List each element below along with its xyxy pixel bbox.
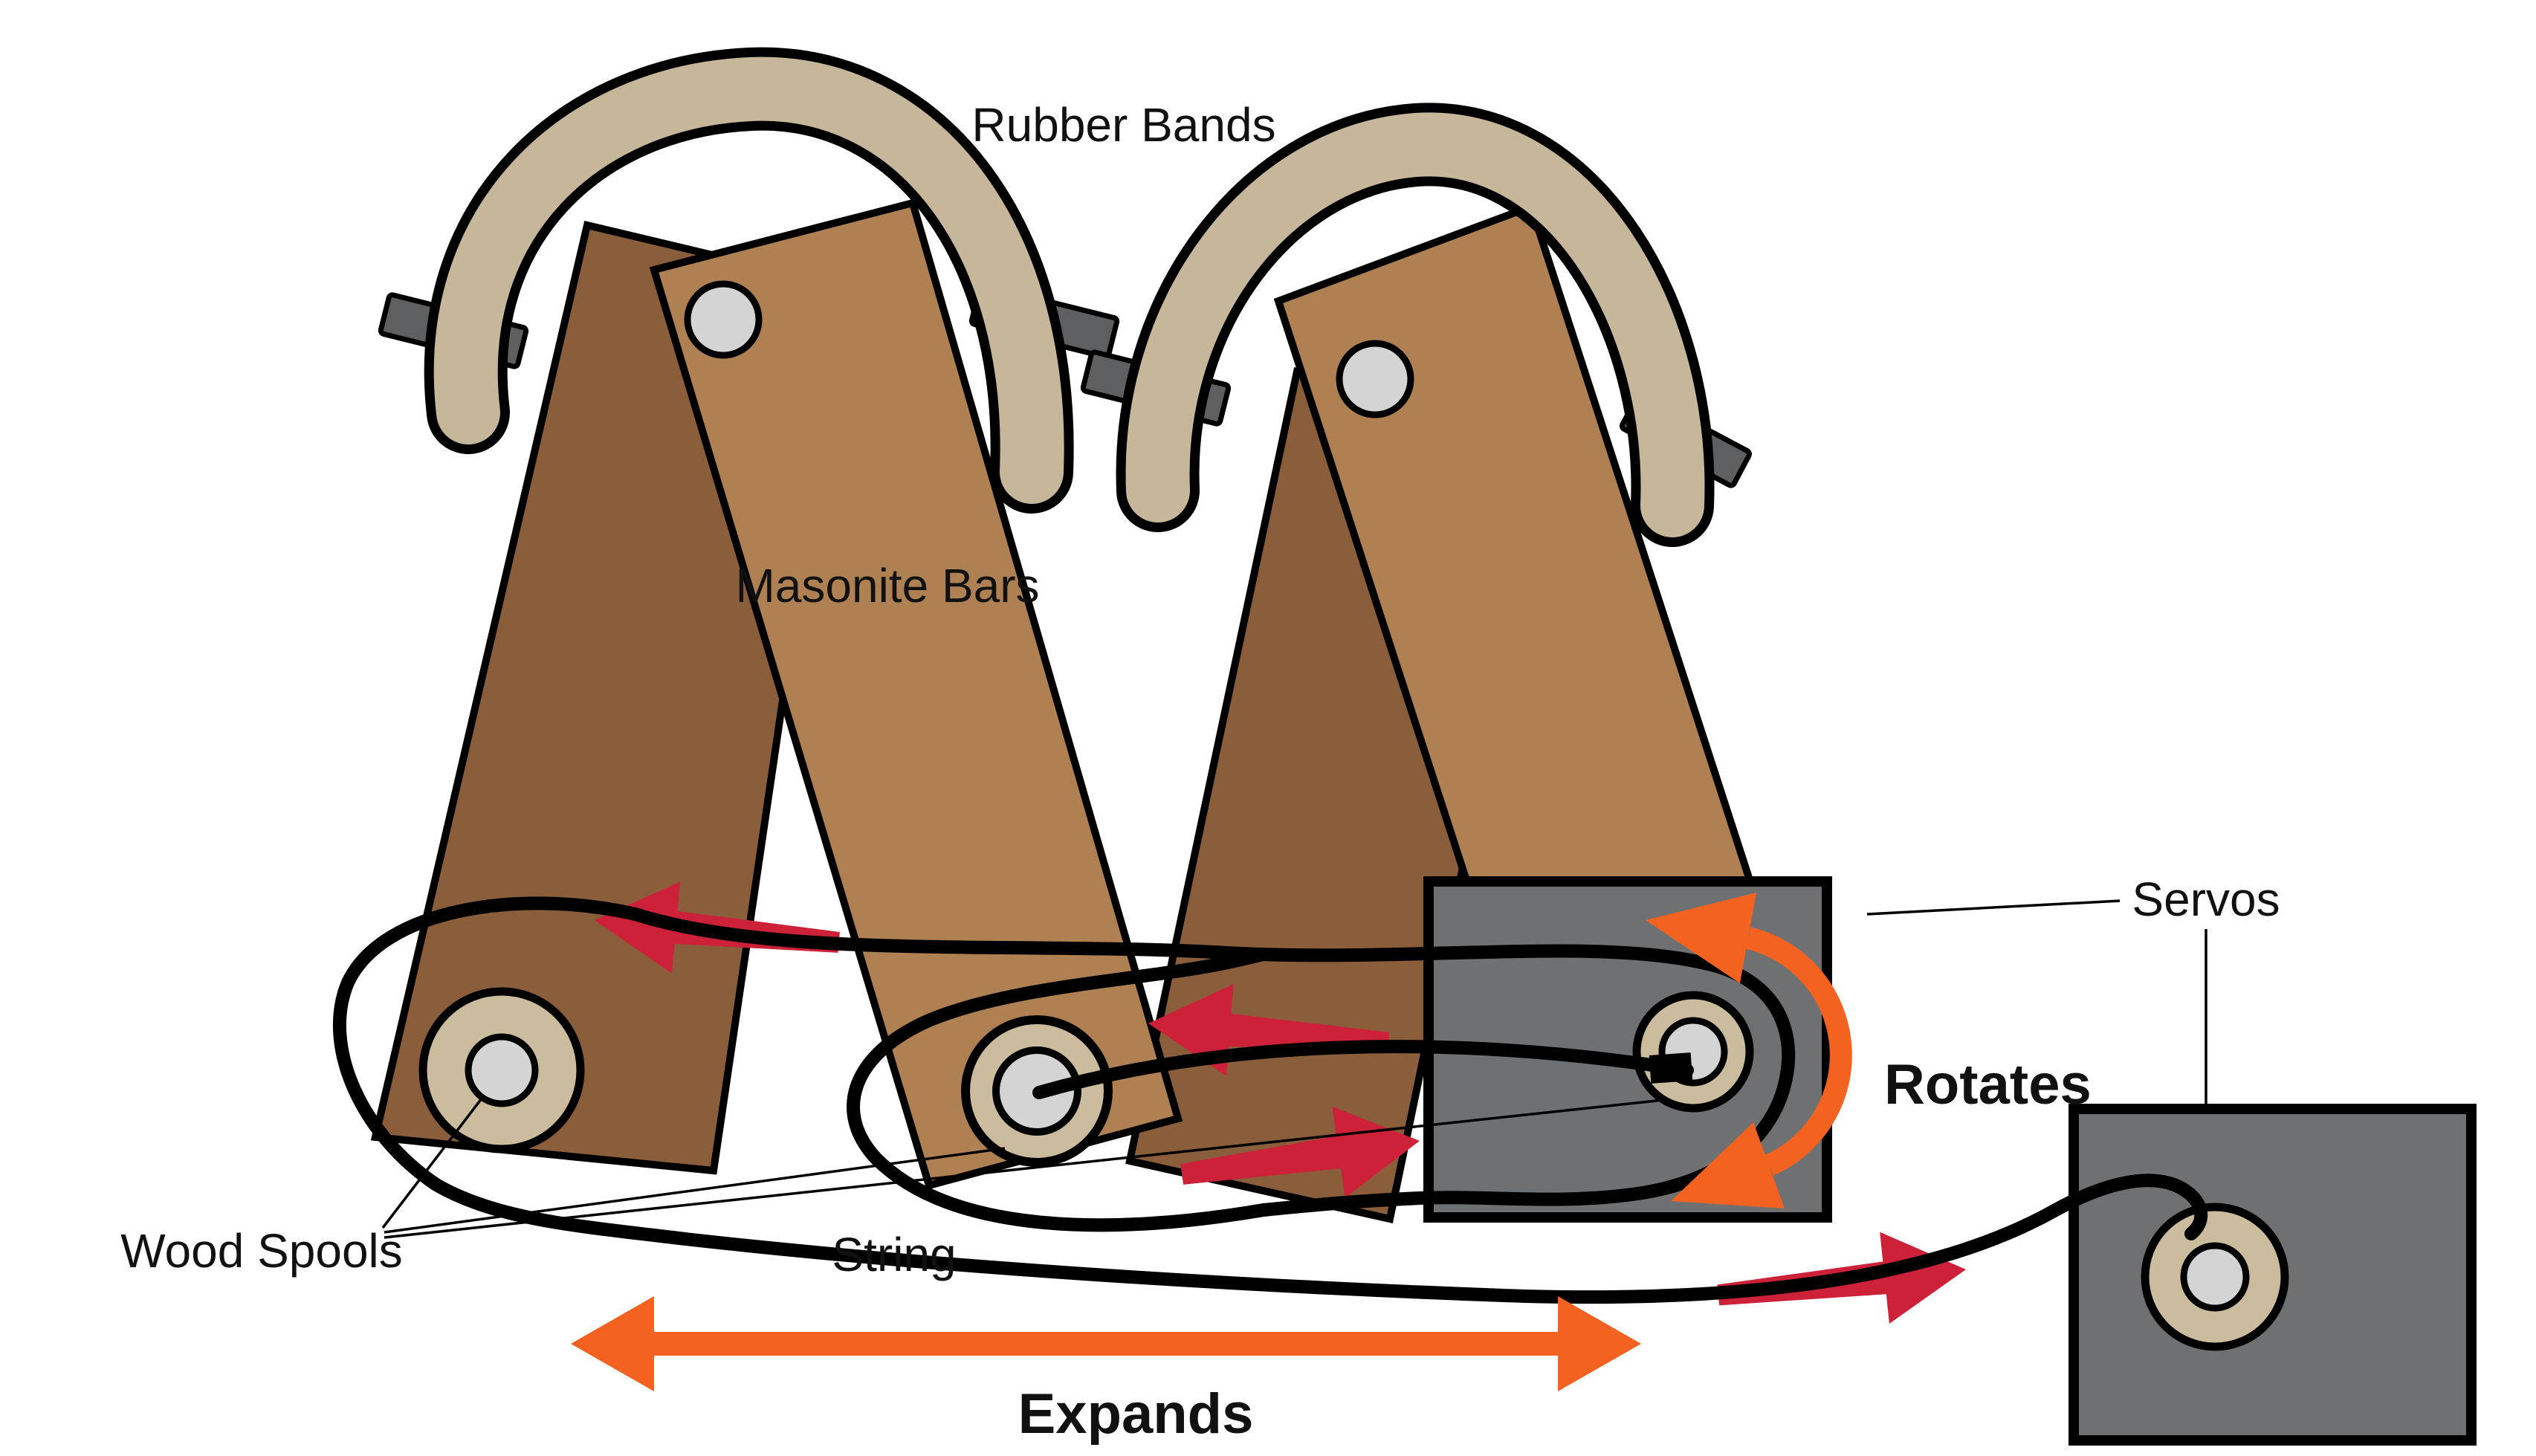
wood-spool-left-hub xyxy=(465,1033,539,1107)
rubber-band-left xyxy=(433,56,1064,504)
expand-double-arrow-icon xyxy=(571,1296,1641,1391)
label-expands: Expands xyxy=(1018,1382,1254,1446)
rotate-arc-arrow-icon xyxy=(1745,927,1852,1176)
pivot-pins xyxy=(684,280,1414,418)
string-knot xyxy=(1649,1052,1693,1084)
rubber-band-right xyxy=(1125,112,1705,537)
red-arrow-right-icon xyxy=(1180,1106,1420,1198)
string-middle-spool-loop xyxy=(847,948,1270,1232)
pivot-pin-icon xyxy=(1336,340,1414,418)
string-top-run-and-servo-loop xyxy=(629,907,1796,1217)
rotate-arrow xyxy=(1646,893,1852,1209)
wood-spools xyxy=(418,987,1113,1167)
string-spool-loop-and-lower-run xyxy=(332,896,2208,1304)
leader-wood-spools-2 xyxy=(384,1147,1006,1234)
label-masonite-bars: Masonite Bars xyxy=(735,559,1039,612)
label-servos: Servos xyxy=(2132,873,2280,926)
leader-wood-spools-1 xyxy=(381,1097,483,1229)
leader-wood-spools-3 xyxy=(384,1099,1664,1239)
label-rotates: Rotates xyxy=(1884,1053,2092,1116)
string-to-servo-axle xyxy=(1032,1040,1694,1099)
label-rubber-bands: Rubber Bands xyxy=(971,98,1275,152)
servo-right xyxy=(2068,1104,2477,1446)
label-string: String xyxy=(832,1228,956,1281)
string-paths xyxy=(332,896,2208,1304)
leader-lines xyxy=(381,899,2207,1239)
labels: Rubber Bands Masonite Bars Wood Spools S… xyxy=(120,98,2280,1446)
rotate-arrowhead-down-icon xyxy=(1671,1122,1785,1209)
rubber-bands xyxy=(424,47,1715,547)
masonite-bar-front-left xyxy=(649,198,1183,1191)
leader-servos-1 xyxy=(1866,899,2121,916)
pivot-pin-icon xyxy=(684,280,763,359)
servo-right-spool-hub xyxy=(2180,1242,2250,1312)
label-wood-spools: Wood Spools xyxy=(120,1224,403,1278)
rotate-arrowhead-up-icon xyxy=(1646,893,1756,983)
